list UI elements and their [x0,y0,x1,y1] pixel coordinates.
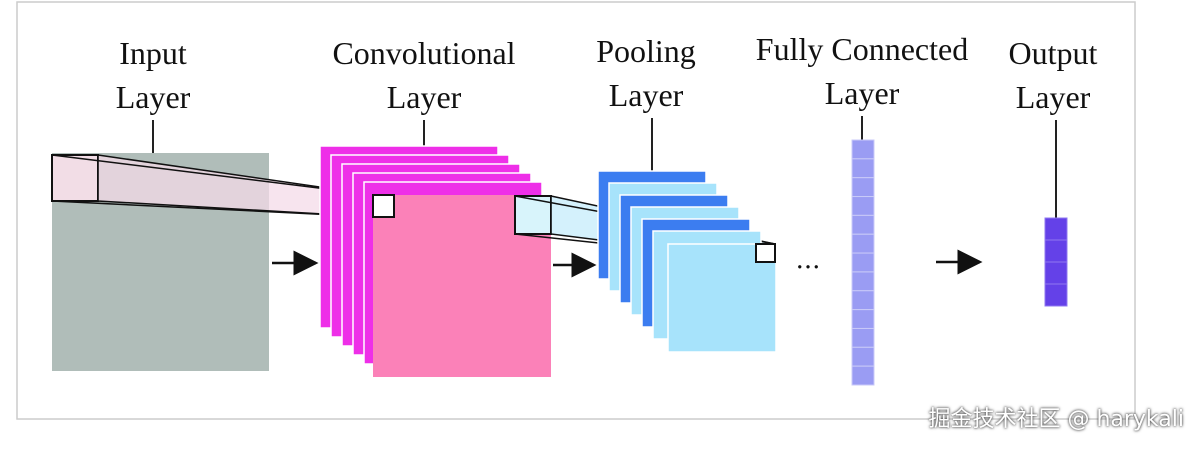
output-neuron [1044,239,1068,263]
input-receptive-field [51,154,99,202]
pooling-layer-stack [597,170,777,353]
fc-neuron [851,309,875,329]
fc-neuron [851,290,875,311]
conv-layer-label-line1: Convolutional [332,35,515,71]
output-layer-label-line2: Layer [1016,79,1091,115]
fc-neuron [851,158,875,179]
conv-layer-stack [319,145,551,377]
fc-neuron [851,177,875,198]
output-neuron [1044,217,1068,241]
fc-layer-label-line2: Layer [825,75,900,111]
watermark: 掘金技术社区 @ harykali [928,407,1184,432]
fc-neuron [851,327,875,348]
conv-receptive-field [372,194,395,218]
output-layer [1044,217,1068,307]
pooling-layer-label-line2: Layer [609,77,684,113]
fc-neuron [851,139,875,160]
output-neuron [1044,283,1068,307]
fc-neuron [851,252,875,273]
fully-connected-layer [851,139,875,386]
fc-neuron [851,346,875,367]
fc-neuron [851,271,875,292]
fc-neuron [851,233,875,254]
pooling-layer-label-line1: Pooling [596,33,696,69]
pool-receptive-field [755,243,776,263]
conv-layer-label-line2: Layer [387,79,462,115]
fc-layer-label-line1: Fully Connected [756,31,968,67]
output-layer-label-line1: Output [1009,35,1098,71]
fc-neuron [851,214,875,235]
input-layer-label-line2: Layer [116,79,191,115]
fc-neuron [851,365,875,386]
fc-neuron [851,196,875,216]
output-neuron [1044,261,1068,285]
ellipsis: ... [796,245,821,275]
input-layer-label-line1: Input [119,35,187,71]
